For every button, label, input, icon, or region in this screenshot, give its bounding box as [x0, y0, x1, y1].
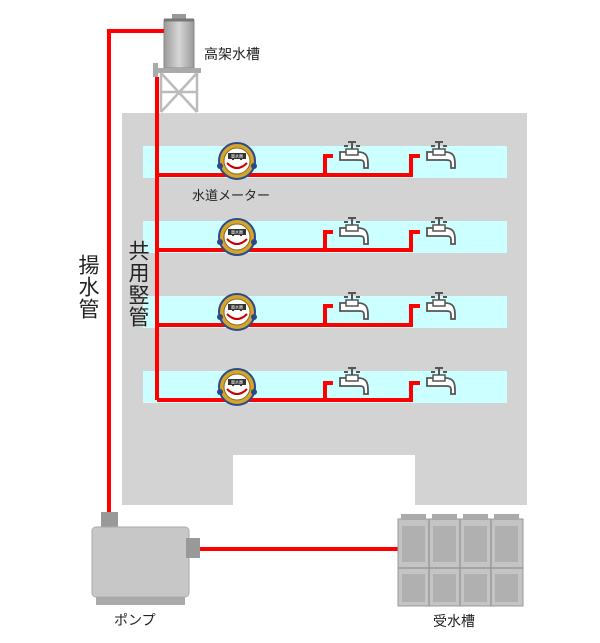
elevated-tank-label: 高架水槽 [204, 47, 260, 63]
water-meter-icon: 量水器 [217, 293, 257, 331]
pump-label: ポンプ [114, 613, 156, 629]
meter-face-text: 量水器 [231, 229, 243, 235]
pump-icon [91, 512, 200, 605]
receiving-tank-label: 受水槽 [433, 614, 475, 630]
shared-pipe-label: 共用竪管 [126, 240, 150, 328]
water-meter-label: 水道メーター [192, 189, 271, 204]
meter-face-text: 量水器 [231, 379, 243, 385]
receiving-tank-icon [397, 514, 524, 607]
elevated-tank-icon [153, 14, 201, 113]
water-meter-icon: 量水器 [217, 368, 257, 406]
water-meter-icon: 量水器 [217, 218, 257, 256]
meter-face-text: 量水器 [231, 304, 243, 310]
riser-pipe-label: 揚水管 [76, 254, 100, 320]
meter-face-text: 量水器 [231, 153, 243, 159]
water-meter-icon: 量水器 [217, 142, 257, 180]
pipes [107, 29, 420, 551]
riser-pipe [107, 29, 164, 514]
